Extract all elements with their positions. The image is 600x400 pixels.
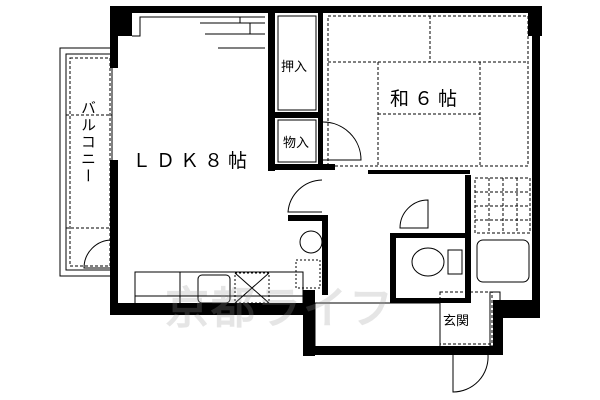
stove xyxy=(234,272,270,304)
sink xyxy=(197,274,231,304)
bath-floor xyxy=(474,177,531,234)
entrance-door xyxy=(452,354,489,393)
walls xyxy=(110,6,542,356)
watermark: 京都ライフ xyxy=(165,283,395,334)
toilet-door xyxy=(399,199,429,229)
toilet xyxy=(411,247,445,277)
monoire-closet xyxy=(277,119,317,163)
room-label-washitsu: 和６帖 xyxy=(390,88,463,110)
monoire-door xyxy=(322,121,362,161)
washbasin xyxy=(299,230,323,254)
bathtub xyxy=(476,239,530,283)
room-label-ldk: ＬＤＫ８帖 xyxy=(132,150,253,172)
balcony-door xyxy=(83,239,113,269)
room-label-oshiire: 押入 xyxy=(281,60,308,75)
room-label-monoire: 物入 xyxy=(283,136,310,151)
ldk-door xyxy=(287,179,323,213)
room-label-genkan: 玄関 xyxy=(443,314,470,329)
washer xyxy=(295,259,321,289)
room-label-balcony: バルコニー xyxy=(79,100,97,185)
shoe-cabinet xyxy=(489,291,501,347)
tatami xyxy=(327,15,529,167)
oshiire-closet xyxy=(277,15,317,111)
